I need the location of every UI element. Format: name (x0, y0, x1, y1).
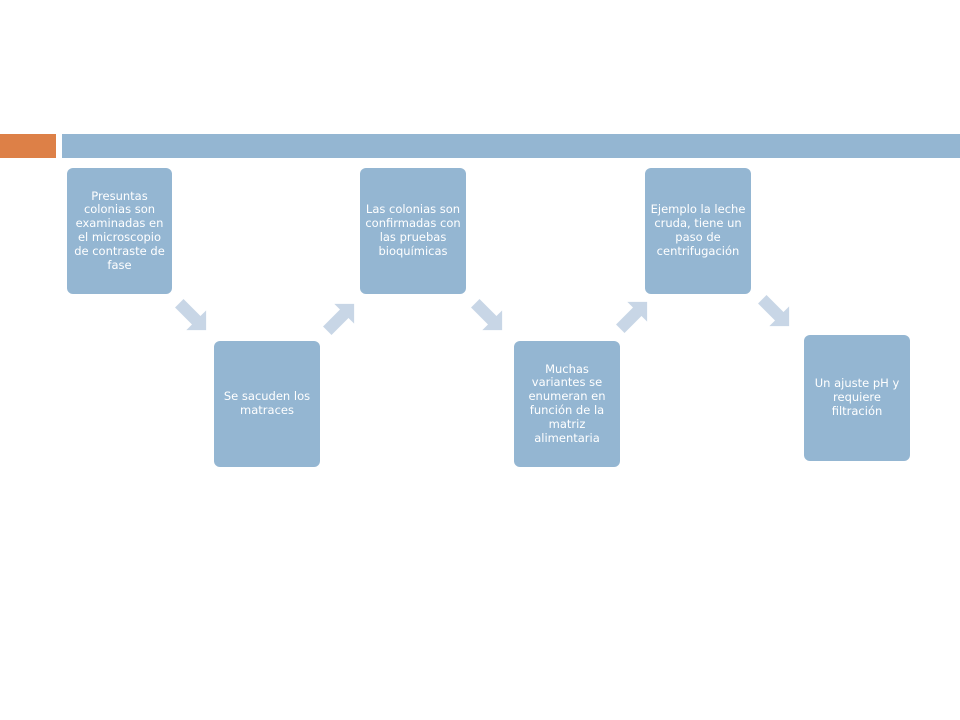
step-box-5: Ejemplo la leche cruda, tiene un paso de… (645, 168, 751, 294)
header-accent-bar (0, 134, 56, 158)
arrow-down-right-3-icon (758, 295, 790, 327)
step-label-2: Se sacuden los matraces (223, 389, 311, 417)
step-label-6: Un ajuste pH y requiere filtración (814, 376, 900, 418)
step-box-6: Un ajuste pH y requiere filtración (804, 335, 910, 461)
step-box-3: Las colonias son confirmadas con las pru… (360, 168, 466, 294)
arrow-up-right-1-icon (323, 303, 355, 335)
step-box-2: Se sacuden los matraces (214, 341, 320, 467)
arrow-down-right-2-icon (471, 299, 503, 331)
header-bar (62, 134, 960, 158)
step-box-4: Muchas variantes se enumeran en función … (514, 341, 620, 467)
step-box-1: Presuntas colonias son examinadas en el … (67, 168, 172, 294)
arrow-down-right-1-icon (175, 299, 207, 331)
step-label-4: Muchas variantes se enumeran en función … (528, 361, 606, 445)
step-label-1: Presuntas colonias son examinadas en el … (74, 188, 165, 272)
step-label-3: Las colonias son confirmadas con las pru… (365, 202, 461, 258)
arrow-up-right-2-icon (616, 301, 648, 333)
step-label-5: Ejemplo la leche cruda, tiene un paso de… (650, 202, 746, 258)
